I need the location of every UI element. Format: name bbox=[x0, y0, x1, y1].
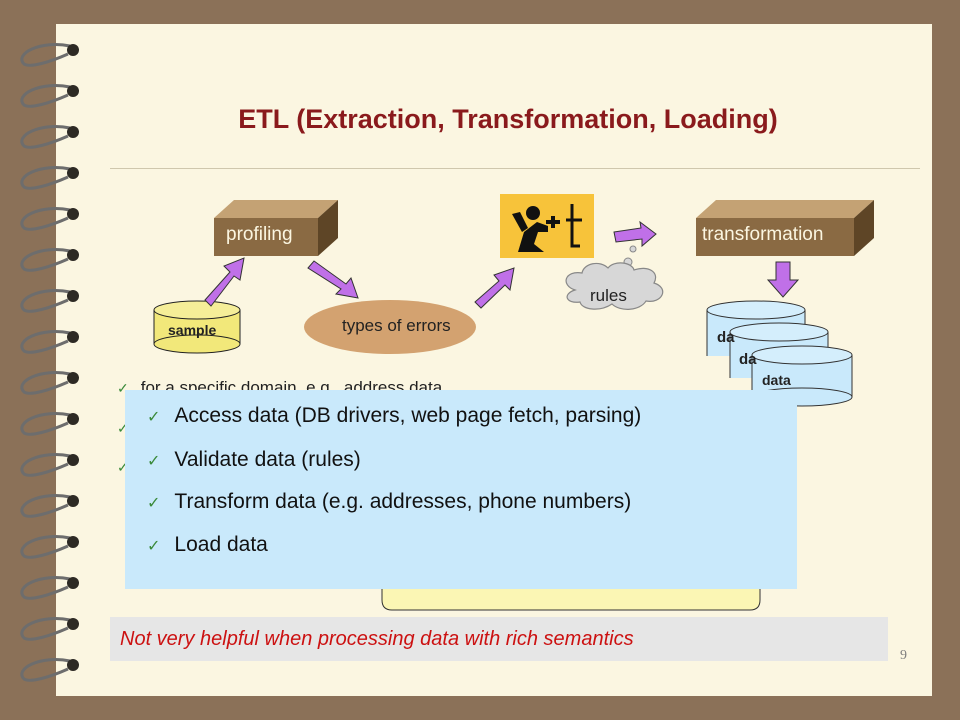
binding-ring bbox=[20, 207, 71, 231]
binding-hole bbox=[67, 536, 79, 548]
binding-hole bbox=[67, 618, 79, 630]
data-label-1: da bbox=[717, 329, 735, 346]
binding-hole bbox=[67, 331, 79, 343]
binding-hole bbox=[67, 126, 79, 138]
binding-hole bbox=[67, 249, 79, 261]
rules-label: rules bbox=[590, 286, 627, 305]
page-number: 9 bbox=[900, 648, 907, 663]
popup-item-load: ✓Load data bbox=[147, 533, 268, 556]
binding-ring bbox=[20, 494, 71, 518]
binding-ring bbox=[20, 658, 71, 682]
binding-ring bbox=[20, 535, 71, 559]
binding-hole bbox=[67, 290, 79, 302]
note-text: Not very helpful when processing data wi… bbox=[120, 628, 634, 650]
types-of-errors-ellipse bbox=[304, 300, 476, 354]
binding-hole bbox=[67, 495, 79, 507]
sample-label: sample bbox=[168, 322, 217, 338]
check-icon: ✓ bbox=[147, 538, 161, 555]
arrow-errors-to-worker bbox=[474, 267, 515, 309]
etl-tasks-popup: ✓Access data (DB drivers, web page fetch… bbox=[125, 390, 797, 589]
binding-ring bbox=[20, 289, 71, 313]
binding-ring bbox=[20, 617, 71, 641]
check-icon: ✓ bbox=[117, 420, 129, 436]
binding-hole bbox=[67, 413, 79, 425]
binding-ring bbox=[20, 412, 71, 436]
binding-hole bbox=[67, 44, 79, 56]
arrow-sample-to-profiling bbox=[204, 257, 245, 307]
data-label-2: da bbox=[739, 351, 757, 368]
note-bar: Not very helpful when processing data wi… bbox=[110, 617, 888, 661]
check-icon: ✓ bbox=[147, 409, 161, 426]
arrow-transformation-to-data bbox=[766, 261, 800, 298]
binding-ring bbox=[20, 576, 71, 600]
rules-cloud bbox=[565, 245, 664, 310]
transformation-box bbox=[696, 200, 874, 256]
arrow-profiling-to-errors bbox=[307, 260, 359, 299]
binding-hole bbox=[67, 659, 79, 671]
binding-ring bbox=[20, 166, 71, 190]
binding-ring bbox=[20, 371, 71, 395]
types-of-errors-label: types of errors bbox=[342, 316, 451, 335]
binding-ring bbox=[20, 84, 71, 108]
binding-hole bbox=[67, 454, 79, 466]
sample-cylinder bbox=[153, 300, 241, 354]
profiling-label: profiling bbox=[226, 224, 293, 245]
title-divider bbox=[110, 168, 920, 169]
binding-hole bbox=[67, 167, 79, 179]
binding-ring bbox=[20, 453, 71, 477]
transformation-label: transformation bbox=[702, 224, 824, 245]
slide-title: ETL (Extraction, Transformation, Loading… bbox=[238, 104, 778, 134]
binding-ring bbox=[20, 125, 71, 149]
check-icon: ✓ bbox=[117, 380, 129, 396]
binding-ring bbox=[20, 43, 71, 67]
check-icon: ✓ bbox=[147, 453, 161, 470]
popup-item-access: ✓Access data (DB drivers, web page fetch… bbox=[147, 404, 642, 427]
binding-hole bbox=[67, 85, 79, 97]
arrow-worker-to-transformation bbox=[613, 220, 657, 248]
spiral-binding bbox=[20, 43, 79, 682]
data-label-3: data bbox=[762, 372, 791, 388]
binding-ring bbox=[20, 330, 71, 354]
binding-ring bbox=[20, 248, 71, 272]
binding-hole bbox=[67, 372, 79, 384]
check-icon: ✓ bbox=[147, 495, 161, 512]
worker-with-tools-icon bbox=[500, 194, 594, 258]
popup-item-validate: ✓Validate data (rules) bbox=[147, 448, 361, 471]
popup-item-transform: ✓Transform data (e.g. addresses, phone n… bbox=[147, 490, 632, 513]
check-icon: ✓ bbox=[117, 459, 129, 475]
binding-hole bbox=[67, 208, 79, 220]
profiling-box bbox=[214, 200, 338, 256]
binding-hole bbox=[67, 577, 79, 589]
